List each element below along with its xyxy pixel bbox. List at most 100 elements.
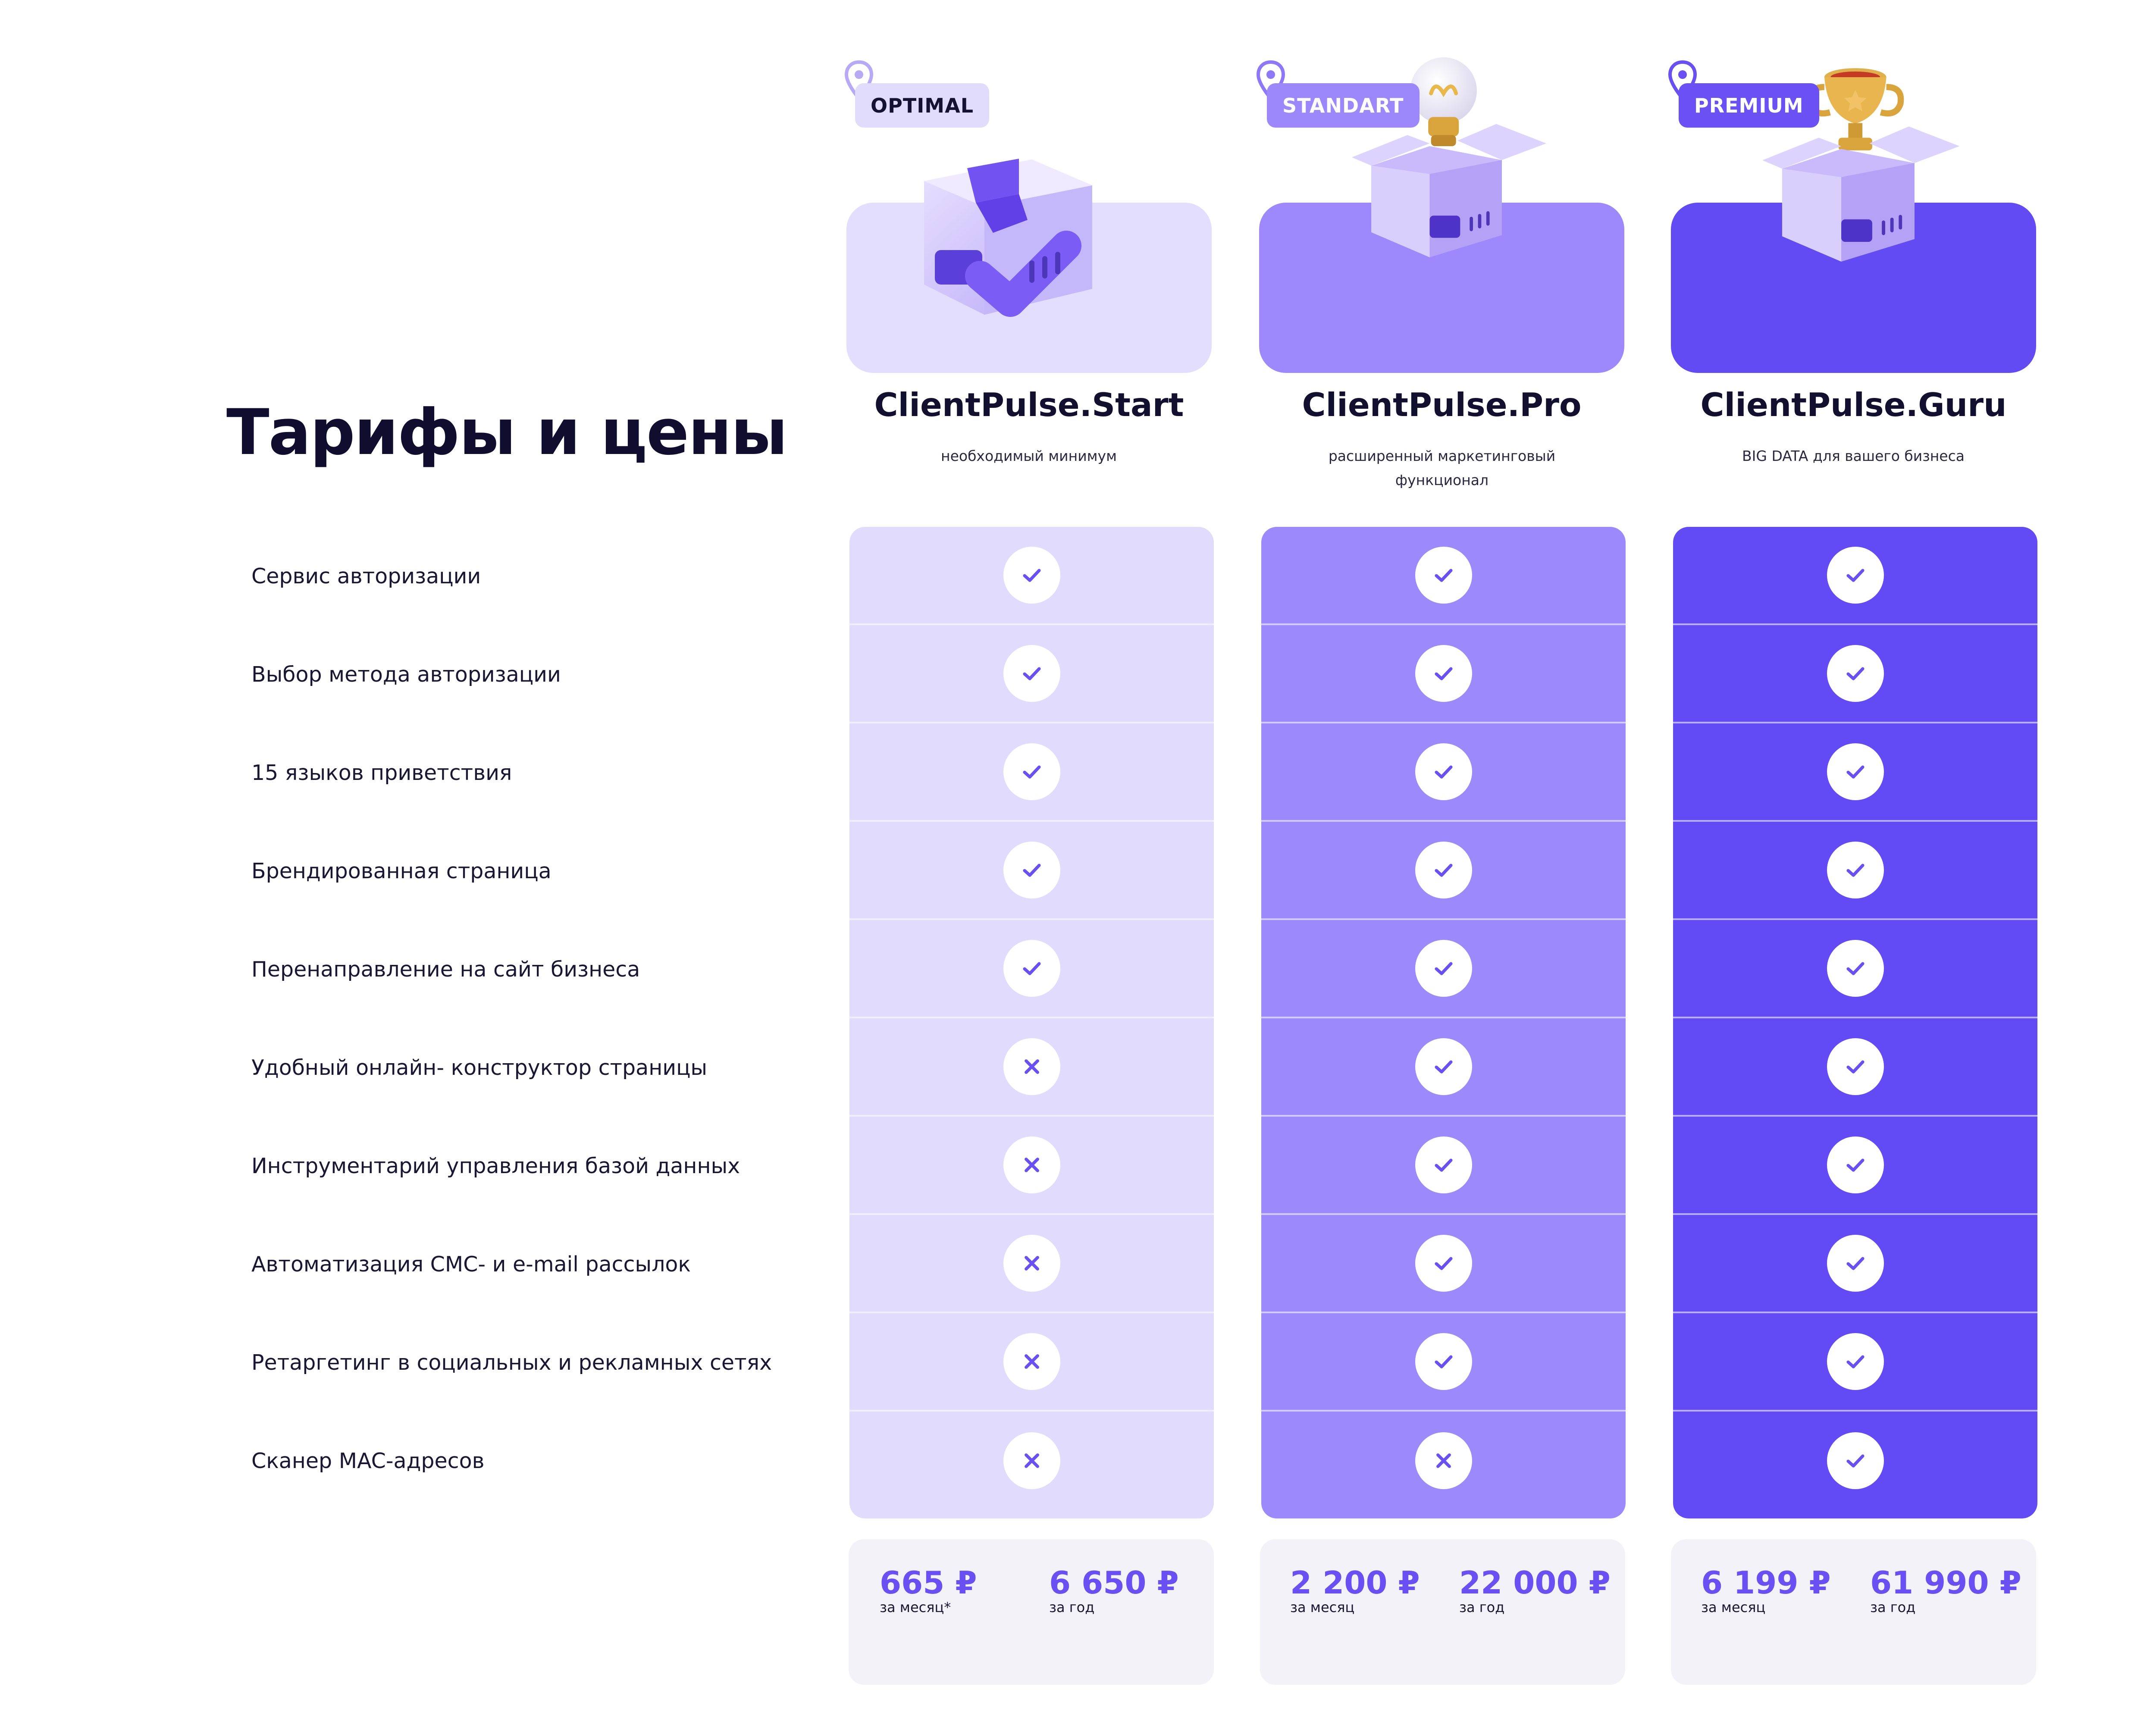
price-value: 22 000 ₽ — [1459, 1565, 1611, 1601]
feature-label-languages: 15 языков приветствия — [251, 760, 512, 785]
check-icon — [1827, 1333, 1884, 1390]
plan-guru-name: ClientPulse.Guru — [1700, 386, 2007, 424]
feature-label-database-tools: Инструментарий управления базой данных — [251, 1153, 740, 1178]
check-icon — [1003, 743, 1060, 800]
plan-guru-price-card: 6 199 ₽ за месяц 61 990 ₽ за год — [1671, 1539, 2036, 1685]
box-with-trophy-illustration — [1762, 68, 1960, 262]
feature-cell — [1261, 723, 1626, 822]
plan-start-name: ClientPulse.Start — [874, 386, 1184, 424]
feature-cell — [849, 1313, 1214, 1412]
feature-cell — [1673, 1412, 2037, 1510]
feature-cell — [1673, 1313, 2037, 1412]
plan-start-hero-card — [846, 159, 1212, 373]
check-icon — [1827, 743, 1884, 800]
feature-cell — [1261, 1018, 1626, 1117]
feature-label-auth-service: Сервис авторизации — [251, 563, 481, 589]
check-icon — [1827, 940, 1884, 997]
feature-cell — [849, 1117, 1214, 1215]
cross-icon — [1415, 1432, 1472, 1489]
feature-cell — [849, 822, 1214, 920]
check-icon — [1827, 842, 1884, 898]
feature-cell — [1261, 1313, 1626, 1412]
check-icon — [1415, 1038, 1472, 1095]
plan-start-badge: OPTIMAL — [855, 83, 989, 128]
price-value: 61 990 ₽ — [1870, 1565, 2021, 1601]
check-icon — [1827, 547, 1884, 604]
feature-cell — [1673, 527, 2037, 625]
feature-cell — [1673, 1117, 2037, 1215]
page-title: Тарифы и цены — [226, 396, 788, 469]
box-with-checkmark-illustration — [924, 159, 1092, 317]
plan-guru-badge: PREMIUM — [1679, 83, 1819, 128]
feature-cell — [1261, 1215, 1626, 1313]
plan-pro-price-card: 2 200 ₽ за месяц 22 000 ₽ за год — [1260, 1539, 1625, 1685]
plan-start-price-card: 665 ₽ за месяц* 6 650 ₽ за год — [849, 1539, 1214, 1685]
price-value: 2 200 ₽ — [1290, 1565, 1420, 1601]
plan-guru-price-month: 6 199 ₽ за месяц — [1701, 1567, 1831, 1615]
feature-label-auth-method: Выбор метода авторизации — [251, 662, 561, 687]
plan-guru-price-year: 61 990 ₽ за год — [1870, 1567, 2021, 1615]
check-icon — [1827, 1136, 1884, 1193]
price-period: за месяц* — [880, 1599, 951, 1615]
check-icon — [1415, 940, 1472, 997]
check-icon — [1827, 1432, 1884, 1489]
feature-label-page-builder: Удобный онлайн- конструктор страницы — [251, 1055, 708, 1080]
cross-icon — [1003, 1333, 1060, 1390]
check-icon — [1003, 842, 1060, 898]
feature-cell — [1673, 625, 2037, 723]
price-value: 6 650 ₽ — [1049, 1565, 1179, 1601]
price-period: за год — [1459, 1599, 1505, 1615]
plan-start-subtitle: необходимый минимум — [941, 448, 1117, 464]
plan-start-column — [849, 527, 1214, 1518]
check-icon — [1415, 547, 1472, 604]
feature-cell — [849, 1018, 1214, 1117]
check-icon — [1003, 940, 1060, 997]
price-value: 6 199 ₽ — [1701, 1565, 1831, 1601]
feature-cell — [1673, 822, 2037, 920]
feature-cell — [849, 1412, 1214, 1510]
price-period: за месяц — [1701, 1599, 1766, 1615]
cross-icon — [1003, 1432, 1060, 1489]
plan-pro-column — [1261, 527, 1626, 1518]
feature-cell — [849, 527, 1214, 625]
feature-label-redirect: Перенаправление на сайт бизнеса — [251, 957, 640, 982]
cross-icon — [1003, 1038, 1060, 1095]
check-icon — [1003, 645, 1060, 702]
feature-cell — [1261, 822, 1626, 920]
cross-icon — [1003, 1136, 1060, 1193]
feature-cell — [1261, 1117, 1626, 1215]
feature-cell — [1261, 625, 1626, 723]
feature-cell — [849, 1215, 1214, 1313]
check-icon — [1415, 645, 1472, 702]
check-icon — [1415, 1235, 1472, 1292]
feature-label-branded-page: Брендированная страница — [251, 858, 552, 883]
feature-cell — [1673, 920, 2037, 1018]
feature-cell — [849, 920, 1214, 1018]
plan-start-price-month: 665 ₽ за месяц* — [880, 1567, 977, 1615]
feature-cell — [849, 723, 1214, 822]
plan-pro-price-year: 22 000 ₽ за год — [1459, 1567, 1611, 1615]
check-icon — [1827, 1038, 1884, 1095]
cross-icon — [1003, 1235, 1060, 1292]
feature-cell — [1261, 527, 1626, 625]
feature-label-sms-email: Автоматизация СМС- и e-mail рассылок — [251, 1252, 691, 1277]
check-icon — [1003, 547, 1060, 604]
plan-pro-subtitle: расширенный маркетинговый функционал — [1328, 448, 1556, 488]
plan-pro-price-month: 2 200 ₽ за месяц — [1290, 1567, 1420, 1615]
feature-cell — [1673, 723, 2037, 822]
check-icon — [1827, 645, 1884, 702]
check-icon — [1415, 842, 1472, 898]
plan-pro-hero-card — [1259, 57, 1624, 373]
plan-guru-subtitle: BIG DATA для вашего бизнеса — [1742, 448, 1965, 464]
plan-pro-badge: STANDART — [1267, 83, 1420, 128]
feature-cell — [849, 625, 1214, 723]
check-icon — [1415, 1333, 1472, 1390]
feature-label-mac-scanner: Сканер MAC-адресов — [251, 1448, 485, 1473]
feature-cell — [1673, 1018, 2037, 1117]
plan-guru-column — [1673, 527, 2037, 1518]
price-value: 665 ₽ — [880, 1565, 977, 1601]
feature-cell — [1261, 1412, 1626, 1510]
price-period: за год — [1870, 1599, 1916, 1615]
check-icon — [1415, 743, 1472, 800]
box-with-lightbulb-illustration — [1352, 57, 1547, 257]
